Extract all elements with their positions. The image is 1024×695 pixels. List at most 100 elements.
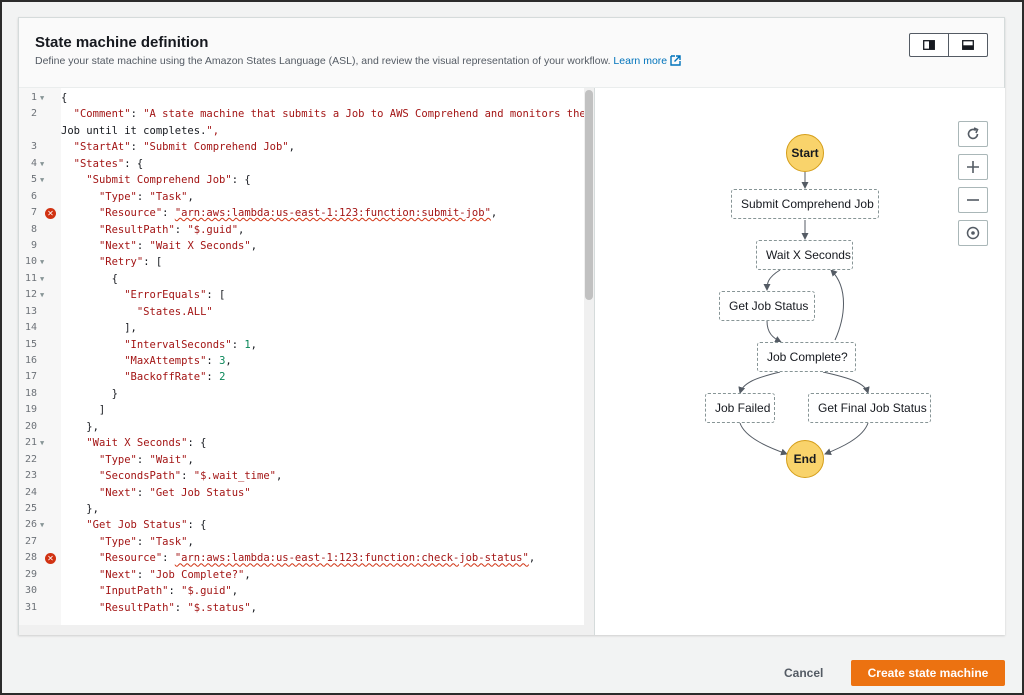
side-by-side-layout-button[interactable] (910, 34, 948, 56)
code-line[interactable]: 22 "Type": "Wait", (19, 452, 594, 468)
line-number: 19 (24, 404, 37, 416)
code-text: "Type": "Wait", (98, 453, 194, 466)
panel-description: Define your state machine using the Amaz… (35, 55, 681, 67)
code-text: ], (61, 322, 137, 335)
line-number: 30 (24, 585, 37, 597)
state-machine-definition-panel: State machine definition Define your sta… (18, 17, 1005, 635)
fold-arrow-icon[interactable]: ▼ (40, 274, 45, 283)
code-line[interactable]: 5▼ "Submit Comprehend Job": { (19, 172, 594, 188)
line-number: 12 (24, 289, 37, 301)
code-line[interactable]: 20 }, (19, 419, 594, 435)
center-graph-button[interactable] (958, 220, 988, 246)
state-job-failed[interactable]: Job Failed (705, 393, 775, 423)
fold-arrow-icon[interactable]: ▼ (40, 291, 45, 300)
code-line[interactable]: 28✕ "Resource": "arn:aws:lambda:us-east-… (19, 550, 594, 566)
code-line[interactable]: 26▼ "Get Job Status": { (19, 517, 594, 533)
code-line[interactable]: 21▼ "Wait X Seconds": { (19, 435, 594, 451)
split-vertical-icon (923, 40, 935, 50)
learn-more-link[interactable]: Learn more (613, 55, 681, 67)
code-line[interactable]: 14 ], (19, 320, 594, 336)
code-line[interactable]: 25 }, (19, 501, 594, 517)
line-number: 25 (24, 502, 37, 514)
error-icon[interactable]: ✕ (45, 208, 56, 220)
code-editor[interactable]: 1▼{2 "Comment": "A state machine that su… (19, 88, 594, 635)
scrollbar-thumb[interactable] (585, 90, 593, 300)
state-job-complete[interactable]: Job Complete? (757, 342, 856, 372)
refresh-graph-button[interactable] (958, 121, 988, 147)
zoom-out-icon (967, 199, 979, 201)
line-number: 22 (24, 453, 37, 465)
code-line[interactable]: 16 "MaxAttempts": 3, (19, 353, 594, 369)
code-text: "ResultPath": "$.status", (98, 601, 257, 614)
line-number: 31 (24, 601, 37, 613)
error-icon[interactable]: ✕ (45, 553, 56, 565)
fold-arrow-icon[interactable]: ▼ (40, 176, 45, 185)
create-state-machine-button[interactable]: Create state machine (851, 660, 1005, 686)
code-line[interactable]: 6 "Type": "Task", (19, 189, 594, 205)
code-text: "Type": "Task", (98, 190, 194, 203)
line-number: 18 (24, 387, 37, 399)
code-text: "Get Job Status": { (86, 519, 207, 532)
fold-arrow-icon[interactable]: ▼ (40, 439, 45, 448)
code-text: "Next": "Wait X Seconds", (98, 239, 258, 252)
code-text: "Comment": "A state machine that submits… (73, 108, 586, 121)
page-title: State machine definition (35, 34, 209, 51)
state-wait-x-seconds[interactable]: Wait X Seconds (756, 240, 853, 270)
start-node[interactable]: Start (786, 134, 824, 172)
state-get-final-job-status[interactable]: Get Final Job Status (808, 393, 931, 423)
zoom-out-button[interactable] (958, 187, 988, 213)
code-line[interactable]: 13 "States.ALL" (19, 304, 594, 320)
code-line[interactable]: 30 "InputPath": "$.guid", (19, 583, 594, 599)
fold-arrow-icon[interactable]: ▼ (40, 521, 45, 530)
fold-arrow-icon[interactable]: ▼ (40, 258, 45, 267)
line-number: 20 (24, 420, 37, 432)
line-number: 23 (24, 470, 37, 482)
code-line[interactable]: 19 ] (19, 402, 594, 418)
line-number: 21 (24, 437, 37, 449)
code-line[interactable]: 15 "IntervalSeconds": 1, (19, 337, 594, 353)
code-line[interactable]: 18 } (19, 386, 594, 402)
code-text: "Wait X Seconds": { (86, 437, 207, 450)
state-get-job-status[interactable]: Get Job Status (719, 291, 815, 321)
code-line[interactable]: 1▼{ (19, 90, 594, 106)
code-line[interactable]: 24 "Next": "Get Job Status" (19, 485, 594, 501)
state-submit-comprehend-job[interactable]: Submit Comprehend Job (731, 189, 879, 219)
cancel-button[interactable]: Cancel (784, 666, 824, 680)
line-number: 29 (24, 568, 37, 580)
code-line[interactable]: 3 "StartAt": "Submit Comprehend Job", (19, 139, 594, 155)
code-text: "MaxAttempts": 3, (124, 355, 232, 367)
line-number: 17 (24, 371, 37, 383)
code-line[interactable]: 4▼ "States": { (19, 156, 594, 172)
code-line[interactable]: 9 "Next": "Wait X Seconds", (19, 238, 594, 254)
code-line[interactable]: Job until it completes.", (19, 123, 594, 139)
code-line[interactable]: 12▼ "ErrorEquals": [ (19, 287, 594, 303)
code-line[interactable]: 23 "SecondsPath": "$.wait_time", (19, 468, 594, 484)
code-line[interactable]: 10▼ "Retry": [ (19, 254, 594, 270)
editor-horizontal-scrollbar[interactable] (19, 625, 594, 635)
line-number: 13 (24, 305, 37, 317)
code-text: "Next": "Job Complete?", (98, 568, 251, 581)
code-text: "States": { (73, 157, 144, 170)
editor-vertical-scrollbar[interactable] (584, 88, 594, 625)
line-number: 28 (24, 552, 37, 564)
line-number: 6 (30, 190, 37, 202)
zoom-in-button[interactable] (958, 154, 988, 180)
fold-arrow-icon[interactable]: ▼ (40, 159, 45, 168)
code-text: "InputPath": "$.guid", (98, 585, 239, 598)
code-line[interactable]: 27 "Type": "Task", (19, 534, 594, 550)
edge-complete-failed (738, 371, 781, 394)
pane-divider[interactable] (594, 88, 595, 635)
line-number: 3 (30, 141, 37, 153)
fold-arrow-icon[interactable]: ▼ (40, 94, 45, 102)
stacked-layout-button[interactable] (948, 34, 987, 56)
refresh-icon (967, 127, 979, 140)
code-line[interactable]: 11▼ { (19, 271, 594, 287)
end-node[interactable]: End (786, 440, 824, 478)
code-line[interactable]: 31 "ResultPath": "$.status", (19, 600, 594, 616)
code-text: ] (61, 404, 106, 417)
code-line[interactable]: 17 "BackoffRate": 2 (19, 369, 594, 385)
code-line[interactable]: 8 "ResultPath": "$.guid", (19, 222, 594, 238)
code-line[interactable]: 2 "Comment": "A state machine that submi… (19, 106, 594, 122)
code-line[interactable]: 29 "Next": "Job Complete?", (19, 567, 594, 583)
code-line[interactable]: 7✕ "Resource": "arn:aws:lambda:us-east-1… (19, 205, 594, 221)
